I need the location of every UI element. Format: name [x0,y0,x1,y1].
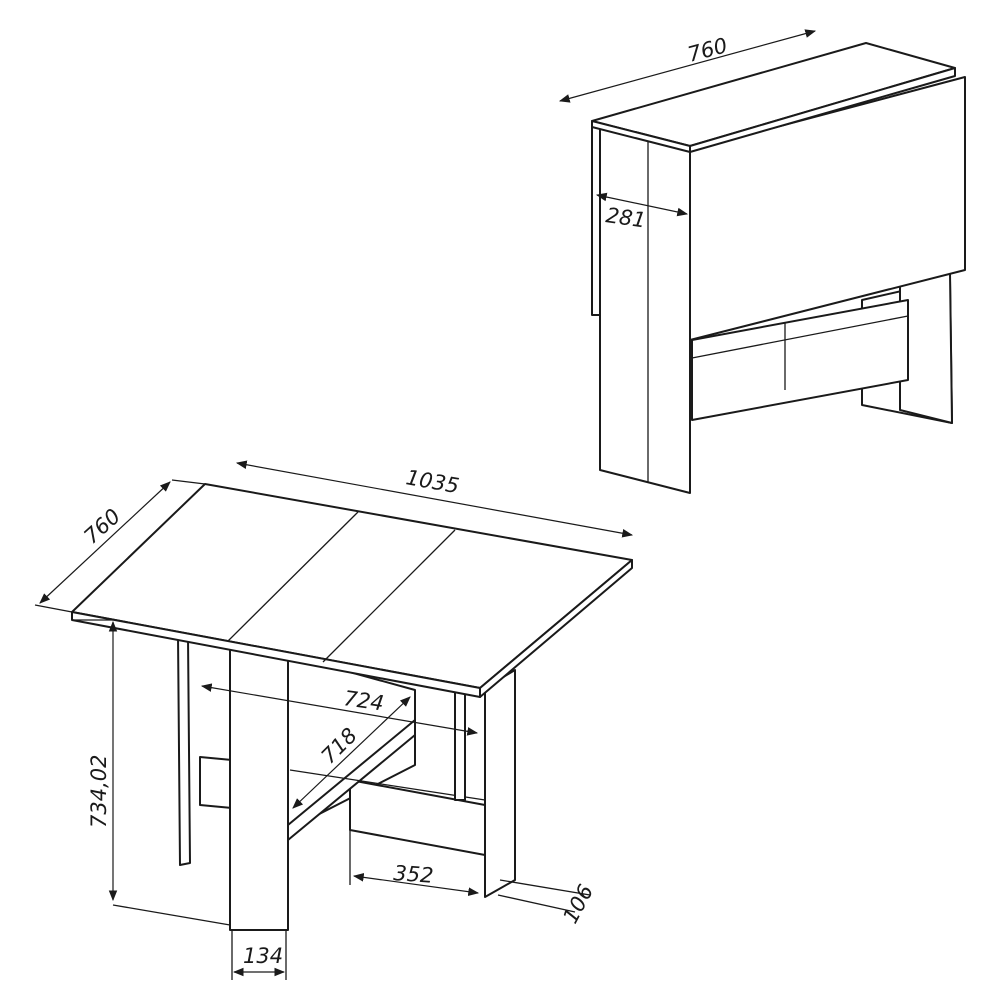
leg-width-label: 134 [243,944,283,968]
width-dimension [39,481,171,604]
folded-depth-dimension [595,192,689,217]
height-label: 734,02 [87,755,111,828]
folded-depth-label: 281 [604,203,647,232]
base-length-label: 352 [393,861,435,888]
inner-length-label: 724 [342,686,385,715]
folded-width-dimension [558,29,817,103]
folded-width-label: 760 [685,33,730,67]
open-table: 1035 760 734,02 724 718 352 106 134 [34,460,634,980]
inner-width-dimension [292,696,411,809]
leg-depth-label: 106 [558,881,598,928]
length-dimension [235,460,634,538]
width-label: 760 [79,504,125,549]
length-label: 1035 [404,465,461,498]
base-length-dimension [352,873,480,896]
folded-table: 760 281 [558,29,966,494]
